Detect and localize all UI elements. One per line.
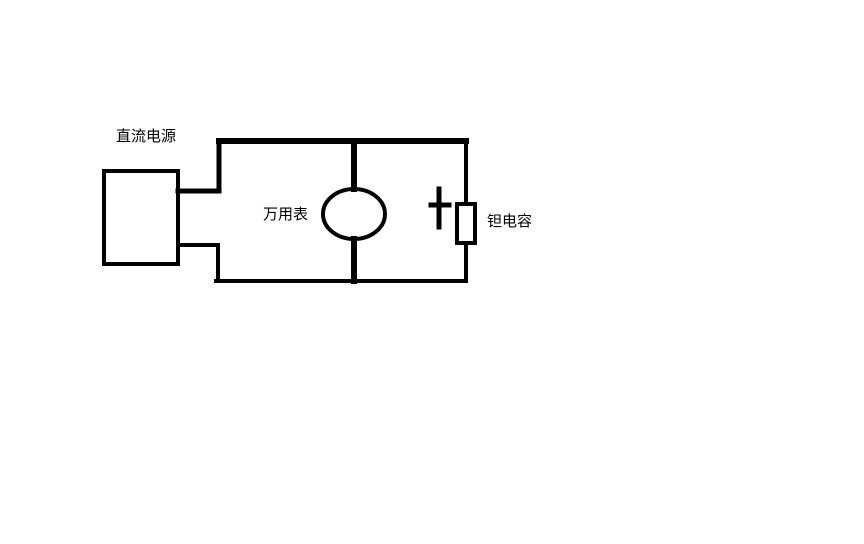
- multimeter-symbol: [321, 187, 387, 241]
- multimeter-label: 万用表: [263, 205, 309, 223]
- tantalum-capacitor-symbol: [455, 202, 477, 245]
- capacitor-label: 钽电容: [487, 212, 533, 230]
- power-supply-label: 直流电源: [116, 127, 177, 145]
- plus-polarity-icon: [428, 186, 452, 230]
- supply-negative-lead: [176, 243, 220, 283]
- power-supply-box: [102, 169, 180, 266]
- supply-positive-lead: [175, 138, 222, 194]
